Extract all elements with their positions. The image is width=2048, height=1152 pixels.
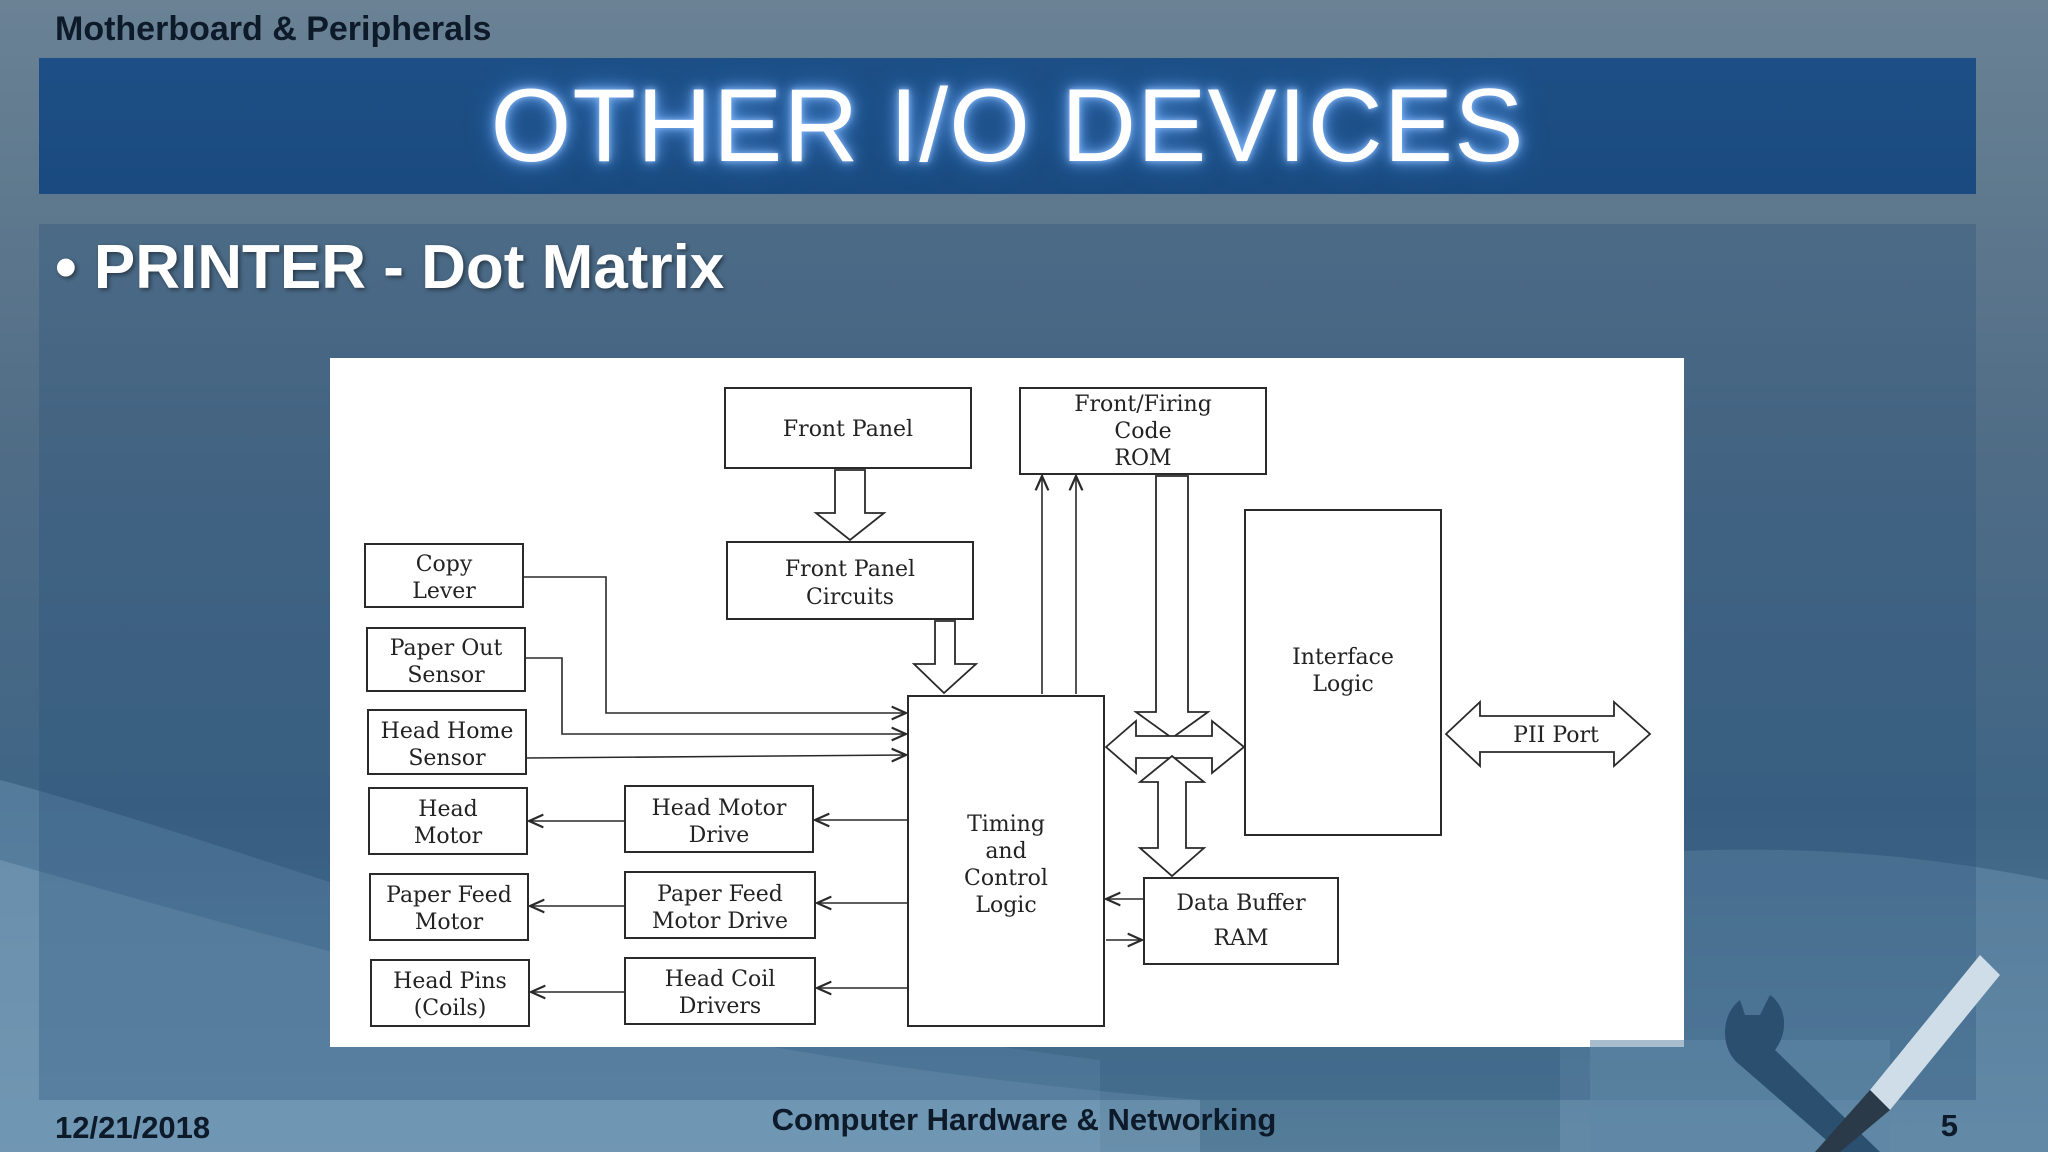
line-copy-lever-to-timing bbox=[523, 576, 906, 713]
block-paper-out-sensor: Paper Out Sensor bbox=[366, 627, 526, 692]
line-head-home-to-timing bbox=[525, 755, 906, 758]
dot-matrix-block-diagram: Front Panel Front/Firing Code ROM Front … bbox=[330, 358, 1684, 1047]
arrow-bus-horizontal bbox=[1104, 719, 1246, 775]
label-rom-3: ROM bbox=[1114, 446, 1171, 471]
block-paper-feed-motor: Paper Feed Motor bbox=[369, 873, 529, 941]
diagram-svg: Front Panel Front/Firing Code ROM Front … bbox=[364, 387, 1652, 1027]
label-paper-out-1: Paper Out bbox=[390, 636, 503, 661]
label-copy-lever-1: Copy bbox=[416, 552, 473, 577]
label-fpc-1: Front Panel bbox=[785, 557, 915, 582]
label-head-motor-2: Motor bbox=[414, 824, 483, 849]
footer-course-title: Computer Hardware & Networking bbox=[771, 1102, 1277, 1137]
label-pfmd-1: Paper Feed bbox=[657, 882, 783, 907]
arrow-circuits-to-timing bbox=[911, 620, 979, 695]
footer-page-number: 5 bbox=[1940, 1108, 1958, 1143]
tools-icon bbox=[1590, 955, 2000, 1152]
label-hcd-2: Drivers bbox=[679, 994, 761, 1019]
label-fpc-2: Circuits bbox=[806, 585, 894, 610]
block-head-pins-coils: Head Pins (Coils) bbox=[370, 959, 530, 1027]
arrow-rom-to-bus bbox=[1133, 475, 1211, 740]
slide-title: OTHER I/O DEVICES bbox=[490, 67, 1525, 184]
label-pll-port: PII Port bbox=[1513, 723, 1599, 748]
label-interface-1: Interface bbox=[1292, 645, 1394, 670]
label-head-pins-1: Head Pins bbox=[393, 969, 507, 994]
block-head-motor-drive: Head Motor Drive bbox=[624, 785, 814, 853]
label-head-motor-1: Head bbox=[418, 797, 477, 822]
block-timing-control-logic: Timing and Control Logic bbox=[907, 695, 1105, 1027]
arrow-front-panel-to-circuits bbox=[813, 469, 887, 542]
label-interface-2: Logic bbox=[1312, 672, 1373, 697]
block-data-buffer-ram: Data Buffer RAM bbox=[1143, 877, 1339, 965]
label-head-pins-2: (Coils) bbox=[414, 996, 487, 1021]
label-rom-2: Code bbox=[1114, 419, 1171, 444]
block-head-home-sensor: Head Home Sensor bbox=[367, 709, 527, 775]
label-tcl-4: Logic bbox=[975, 893, 1036, 918]
block-copy-lever: Copy Lever bbox=[364, 543, 524, 608]
label-hcd-1: Head Coil bbox=[665, 967, 776, 992]
title-band: OTHER I/O DEVICES bbox=[39, 58, 1976, 194]
block-front-panel: Front Panel bbox=[724, 387, 972, 469]
block-paper-feed-motor-drive: Paper Feed Motor Drive bbox=[624, 871, 816, 939]
label-paper-out-2: Sensor bbox=[407, 663, 485, 688]
label-tcl-1: Timing bbox=[967, 812, 1045, 837]
label-hmd-1: Head Motor bbox=[652, 796, 787, 821]
label-pfm-1: Paper Feed bbox=[386, 883, 512, 908]
arrow-interface-pll-port bbox=[1444, 699, 1652, 769]
label-rom-1: Front/Firing bbox=[1074, 392, 1212, 417]
label-pfmd-2: Motor Drive bbox=[652, 909, 788, 934]
arrow-bus-to-ram bbox=[1137, 754, 1207, 878]
line-paper-out-to-timing bbox=[525, 657, 906, 734]
footer-date: 12/21/2018 bbox=[55, 1110, 211, 1145]
block-head-motor: Head Motor bbox=[368, 787, 528, 855]
label-head-home-1: Head Home bbox=[381, 719, 514, 744]
bullet-printer-dot-matrix: • PRINTER - Dot Matrix bbox=[55, 233, 725, 302]
label-dbr-2: RAM bbox=[1214, 926, 1269, 951]
block-front-panel-circuits: Front Panel Circuits bbox=[726, 541, 974, 620]
label-copy-lever-2: Lever bbox=[412, 579, 476, 604]
slide-header-label: Motherboard & Peripherals bbox=[55, 10, 492, 48]
label-dbr-1: Data Buffer bbox=[1176, 891, 1306, 916]
label-tcl-3: Control bbox=[964, 866, 1048, 891]
label-hmd-2: Drive bbox=[689, 823, 750, 848]
block-interface-logic: Interface Logic bbox=[1244, 509, 1442, 836]
label-tcl-2: and bbox=[985, 839, 1026, 864]
block-head-coil-drivers: Head Coil Drivers bbox=[624, 957, 816, 1025]
label-pfm-2: Motor bbox=[415, 910, 484, 935]
block-front-firing-code-rom: Front/Firing Code ROM bbox=[1019, 387, 1267, 475]
label-head-home-2: Sensor bbox=[408, 746, 486, 771]
label-front-panel-1: Front Panel bbox=[783, 417, 913, 442]
